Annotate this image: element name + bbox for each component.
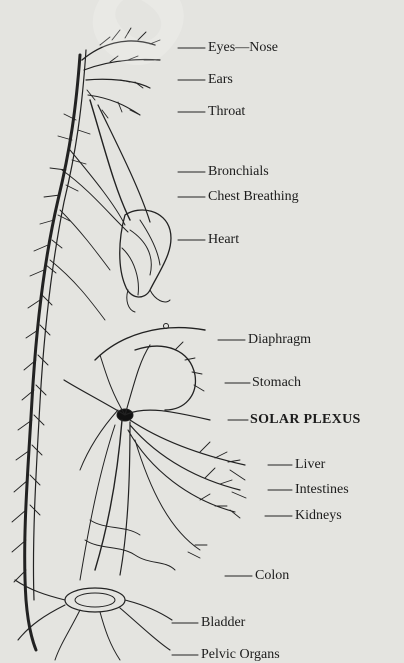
label-bladder: Bladder [201,616,245,630]
label-stomach: Stomach [252,376,301,390]
label-liver: Liver [295,458,325,472]
diaphragm-line [95,328,205,360]
label-solar-plexus: SOLAR PLEXUS [250,413,361,427]
label-intestines: Intestines [295,483,349,497]
label-heart: Heart [208,233,239,247]
leader-lines [172,48,292,655]
spinal-cord-inner [33,50,86,600]
label-throat: Throat [208,105,245,119]
label-kidneys: Kidneys [295,509,342,523]
label-colon: Colon [255,569,289,583]
label-bronchials: Bronchials [208,165,269,179]
label-ears: Ears [208,73,233,87]
label-chest-breathing: Chest Breathing [208,190,299,204]
label-pelvic-organs: Pelvic Organs [201,648,280,662]
label-eyes-nose: Eyes—Nose [208,41,278,55]
label-diaphragm: Diaphragm [248,333,311,347]
